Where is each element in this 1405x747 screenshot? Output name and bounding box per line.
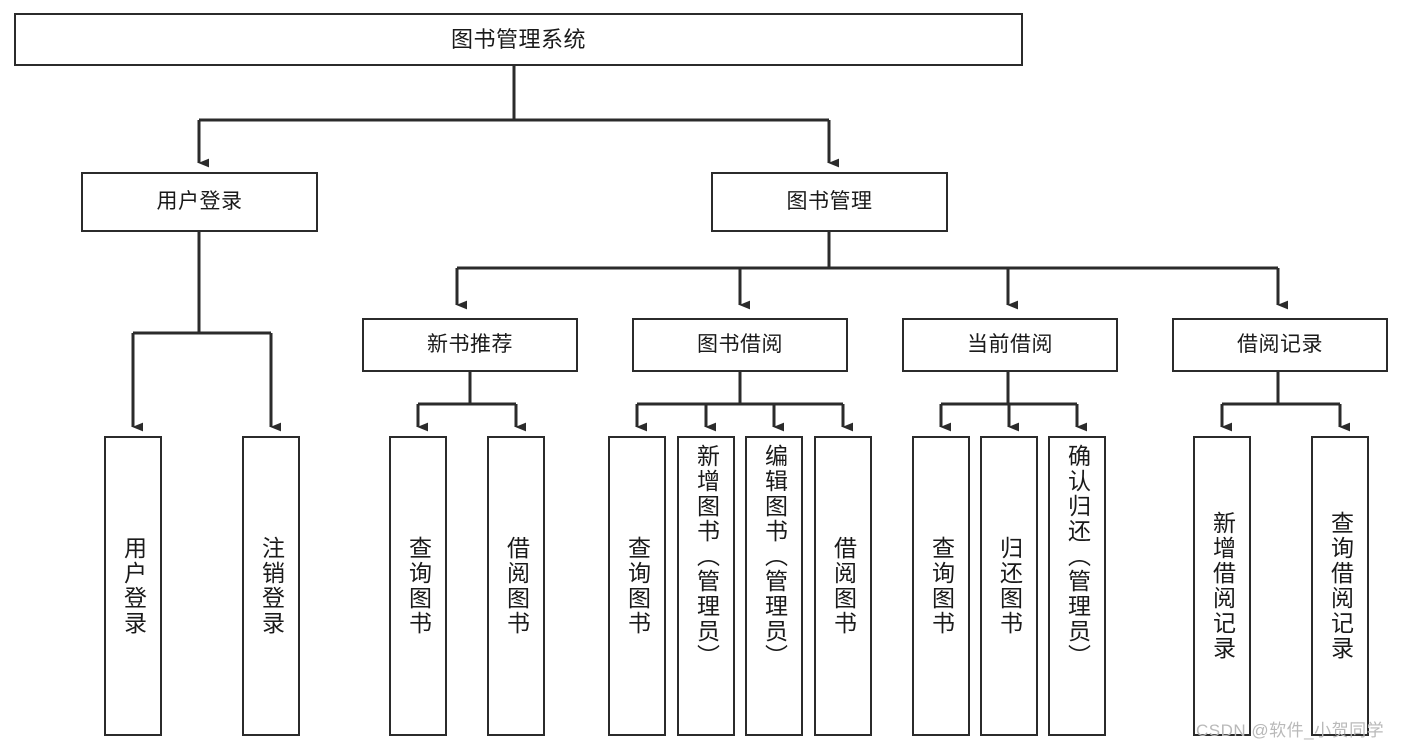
- leaf-add-book-admin[interactable]: 新增图书（管理员）: [677, 436, 735, 736]
- node-label: 确认归还（管理员）: [1064, 444, 1091, 669]
- node-label: 注销登录: [258, 536, 285, 636]
- node-label: 当前借阅: [967, 332, 1053, 356]
- leaf-user-login[interactable]: 用户登录: [104, 436, 162, 736]
- leaf-edit-book-admin[interactable]: 编辑图书（管理员）: [745, 436, 803, 736]
- node-user-login[interactable]: 用户登录: [81, 172, 318, 232]
- node-label: 归还图书: [996, 536, 1023, 636]
- node-label: 借阅图书: [503, 536, 530, 636]
- leaf-query-book-current[interactable]: 查询图书: [912, 436, 970, 736]
- node-book-borrow[interactable]: 图书借阅: [632, 318, 848, 372]
- node-label: 编辑图书（管理员）: [761, 444, 788, 669]
- csdn-watermark: CSDN @软件_小贺同学: [1196, 721, 1385, 740]
- node-new-book-recommend[interactable]: 新书推荐: [362, 318, 578, 372]
- node-root-system[interactable]: 图书管理系统: [14, 13, 1023, 66]
- node-borrow-record[interactable]: 借阅记录: [1172, 318, 1388, 372]
- leaf-add-borrow-record[interactable]: 新增借阅记录: [1193, 436, 1251, 736]
- node-label: 查询图书: [624, 536, 651, 636]
- node-label: 图书管理系统: [450, 26, 586, 52]
- node-current-borrow[interactable]: 当前借阅: [902, 318, 1118, 372]
- leaf-query-book-recommend[interactable]: 查询图书: [389, 436, 447, 736]
- node-label: 借阅记录: [1237, 332, 1323, 356]
- node-label: 用户登录: [120, 536, 147, 636]
- node-label: 新增借阅记录: [1209, 511, 1236, 661]
- node-label: 图书借阅: [697, 332, 783, 356]
- leaf-confirm-return-admin[interactable]: 确认归还（管理员）: [1048, 436, 1106, 736]
- node-label: 图书管理: [786, 189, 873, 213]
- leaf-borrow-book-recommend[interactable]: 借阅图书: [487, 436, 545, 736]
- node-book-management[interactable]: 图书管理: [711, 172, 948, 232]
- node-label: 查询图书: [405, 536, 432, 636]
- leaf-borrow-book-borrow[interactable]: 借阅图书: [814, 436, 872, 736]
- node-label: 新增图书（管理员）: [693, 444, 720, 669]
- leaf-logout-login[interactable]: 注销登录: [242, 436, 300, 736]
- node-label: 用户登录: [156, 189, 243, 213]
- node-label: 查询图书: [928, 536, 955, 636]
- node-label: 查询借阅记录: [1327, 511, 1354, 661]
- node-label: 借阅图书: [830, 536, 857, 636]
- leaf-query-borrow-record[interactable]: 查询借阅记录: [1311, 436, 1369, 736]
- leaf-return-book[interactable]: 归还图书: [980, 436, 1038, 736]
- node-label: 新书推荐: [427, 332, 513, 356]
- leaf-query-book-borrow[interactable]: 查询图书: [608, 436, 666, 736]
